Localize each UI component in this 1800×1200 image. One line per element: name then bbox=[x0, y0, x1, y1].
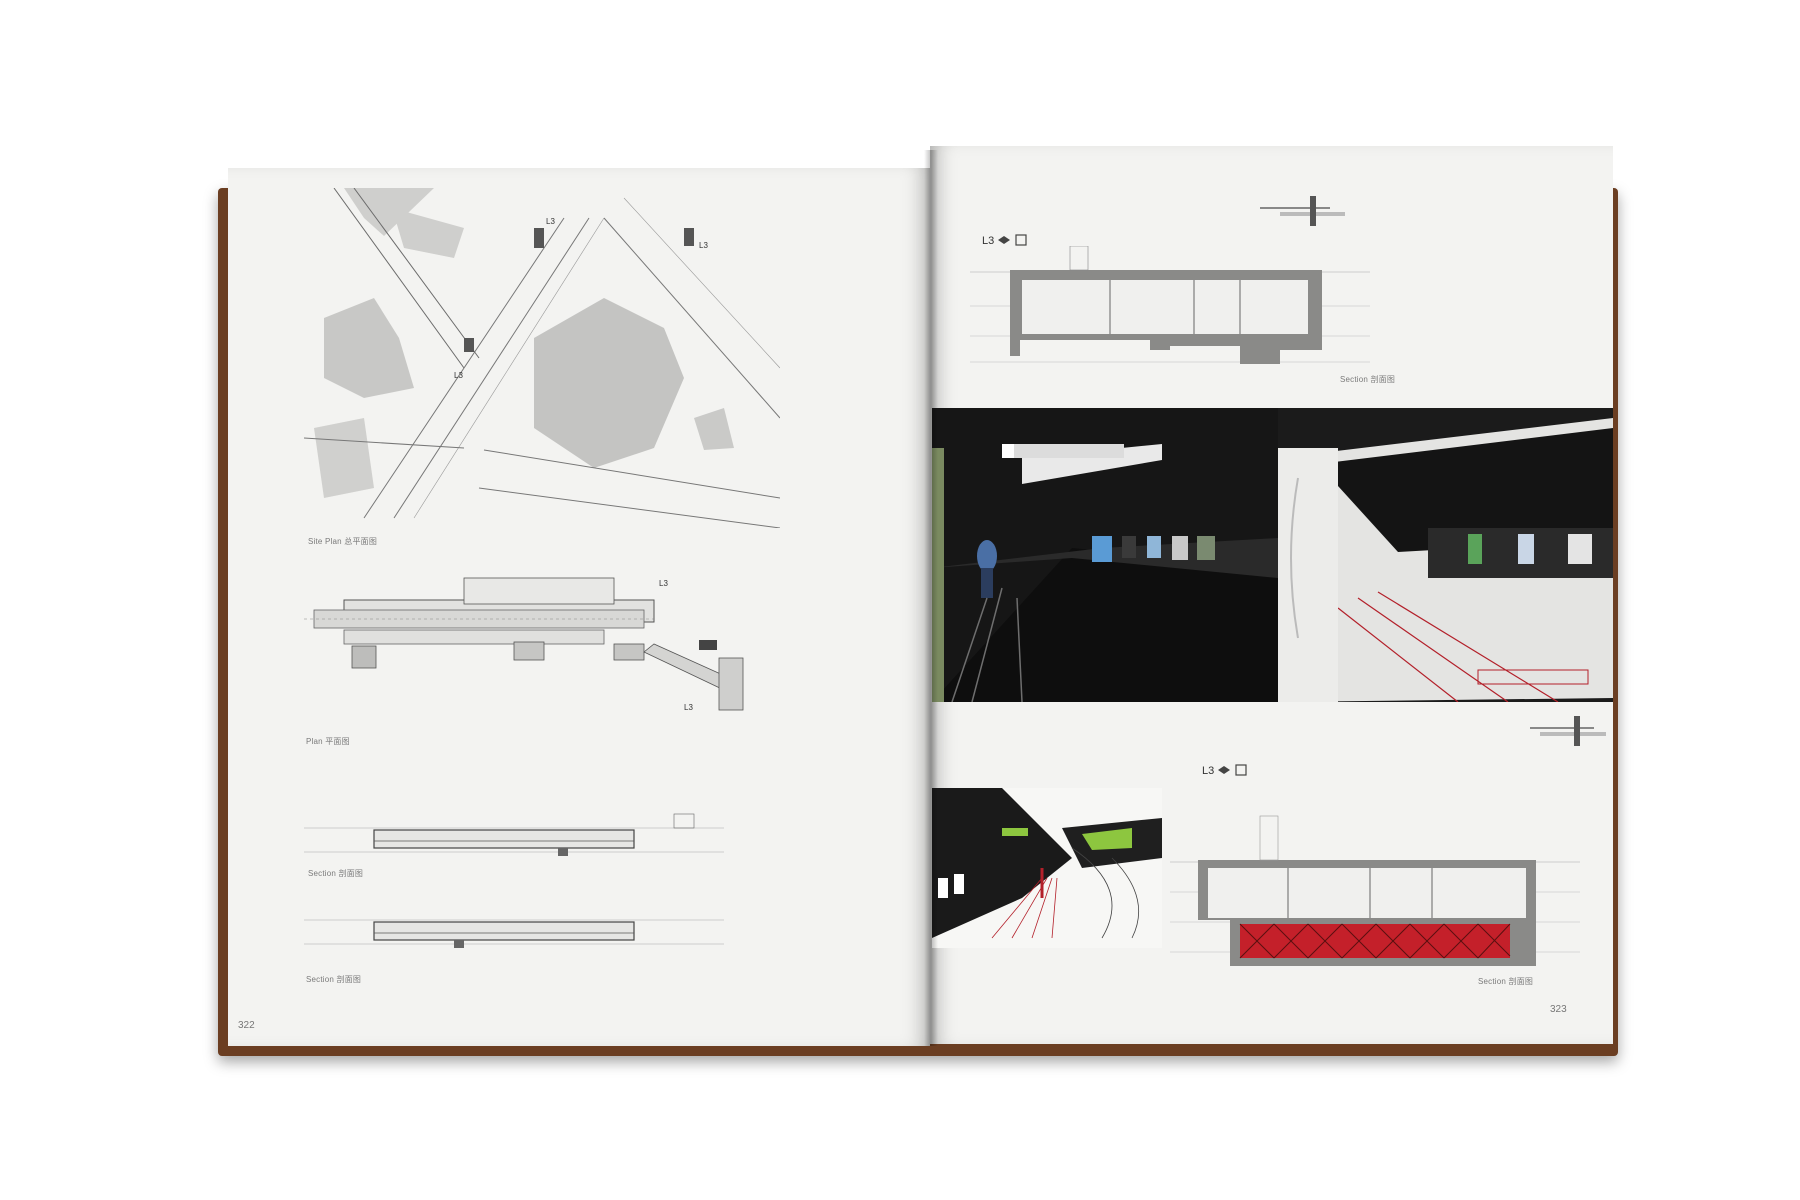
signage-icons-top: L3 bbox=[982, 234, 1027, 247]
section-bottom-drawing bbox=[1170, 815, 1580, 966]
platform-photo-left bbox=[932, 408, 1278, 702]
site-plan-line-label-1: L3 bbox=[546, 217, 555, 226]
site-plan-drawing: L3 L3 L3 bbox=[304, 188, 780, 528]
book-gutter bbox=[924, 150, 938, 1046]
plan-line-label-top: L3 bbox=[659, 579, 668, 588]
site-plan-line-label-2: L3 bbox=[699, 241, 708, 250]
section-top-caption: Section 剖面图 bbox=[1340, 375, 1396, 384]
plan-line-label-bottom: L3 bbox=[684, 703, 693, 712]
site-plan-line-label-3: L3 bbox=[454, 371, 463, 380]
section-bottom-caption: Section 剖面图 bbox=[1478, 977, 1534, 986]
section-1-drawing bbox=[304, 813, 724, 856]
left-page: L3 L3 L3 Site Plan 总平面图 L3 L3 Plan 平面图 bbox=[228, 168, 930, 1046]
top-line-label: L3 bbox=[982, 235, 994, 247]
left-page-number: 322 bbox=[238, 1020, 255, 1031]
platform-sketch bbox=[932, 788, 1162, 948]
platform-photo-right bbox=[1278, 408, 1613, 702]
station-plan-drawing: L3 L3 bbox=[304, 577, 744, 712]
signage-icons-mid: L3 bbox=[1202, 764, 1247, 777]
section-1-caption: Section 剖面图 bbox=[308, 869, 364, 878]
section-top-drawing bbox=[970, 246, 1370, 364]
mid-line-label: L3 bbox=[1202, 765, 1214, 777]
site-plan-caption: Site Plan 总平面图 bbox=[308, 537, 378, 546]
section-2-drawing bbox=[304, 919, 724, 948]
key-map-bottom bbox=[1530, 716, 1606, 746]
right-page: L3 Section 剖面图 bbox=[930, 146, 1613, 1044]
section-2-caption: Section 剖面图 bbox=[306, 975, 362, 984]
key-map-top bbox=[1260, 196, 1345, 226]
plan-caption: Plan 平面图 bbox=[306, 737, 350, 746]
right-page-number: 323 bbox=[1550, 1004, 1567, 1015]
